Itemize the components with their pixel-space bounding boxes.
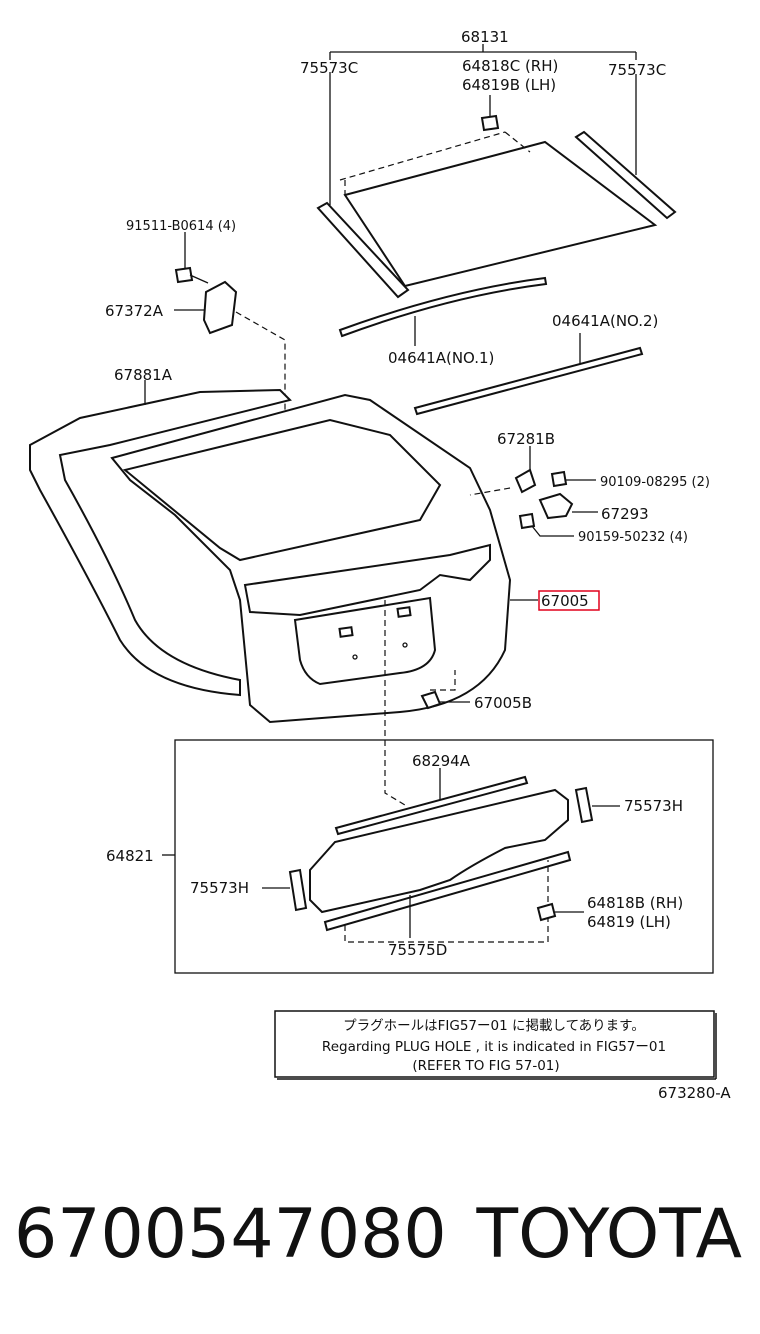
moulding-75573h-left [288,868,308,912]
door-window-opening [122,418,442,562]
callout-labels: 68131 75573C 75573C 64818C (RH) 64819B (… [105,28,710,959]
label-75573c-left: 75573C [300,59,358,77]
strip-04641a-no1 [338,276,548,338]
back-door-panel [110,393,538,724]
label-64819b: 64819B (LH) [462,76,556,94]
clip-64818c [480,114,500,132]
label-67881a: 67881A [114,366,173,384]
note-line-1: プラグホールはFIG57ー01 に掲載してあります。 [343,1018,645,1034]
label-75575d: 75575D [388,941,447,959]
label-04641a-no2: 04641A(NO.2) [552,312,658,330]
rear-window-glass [343,140,658,288]
label-68131: 68131 [461,28,509,46]
license-plate-area [293,596,437,686]
label-64818b: 64818B (RH) [587,894,683,912]
garnish-panel [309,788,569,914]
garnish-frame [174,739,714,974]
door-handle-recess [243,543,491,617]
label-90159: 90159-50232 (4) [578,530,688,545]
label-67005b: 67005B [474,694,532,712]
label-67293: 67293 [601,505,649,523]
cushion-67005b [420,690,442,710]
bolt-91511 [174,266,194,284]
moulding-75573h-right [574,786,594,824]
label-68294a: 68294A [412,752,471,770]
note-line-2: Regarding PLUG HOLE , it is indicated in… [322,1039,666,1055]
label-67372a: 67372A [105,302,164,320]
moulding-75573c-right [574,130,677,220]
clip-64818b [536,902,557,922]
garnish-group [162,600,714,974]
brand-name: TOYOTA [476,1195,742,1274]
strip-68294a [334,775,529,836]
part-number: 6700547080 [14,1195,447,1274]
moulding-75575d [323,850,572,932]
label-64819: 64819 (LH) [587,913,671,931]
label-64821: 64821 [106,847,154,865]
weatherstrip-67881a [29,380,292,697]
screw-90109 [550,470,568,488]
label-90109: 90109-08295 (2) [600,475,710,490]
stay-group [420,446,598,710]
label-67005[interactable]: 67005 [541,592,589,610]
hinge-67372a [202,280,238,335]
label-75573h-left: 75573H [190,879,249,897]
label-75573c-right: 75573C [608,61,666,79]
screw-90159 [518,512,536,530]
note-box: プラグホールはFIG57ー01 に掲載してあります。 Regarding PLU… [274,1010,717,1080]
label-64818c: 64818C (RH) [462,57,558,75]
label-04641a-no1: 04641A(NO.1) [388,349,494,367]
label-91511: 91511-B0614 (4) [126,219,236,234]
hinge-group [174,232,286,600]
note-line-3: (REFER TO FIG 57-01) [412,1058,559,1074]
bracket-67293 [538,492,574,520]
bumper-67281b [514,468,537,494]
label-75573h-right: 75573H [624,797,683,815]
figure-code: 673280-A [658,1084,731,1102]
highlight-box-67005 [538,590,600,611]
strip-04641a-no2 [413,346,644,416]
label-67281b: 67281B [497,430,555,448]
window-glass-group [316,44,677,416]
moulding-75573c-left [316,201,410,299]
